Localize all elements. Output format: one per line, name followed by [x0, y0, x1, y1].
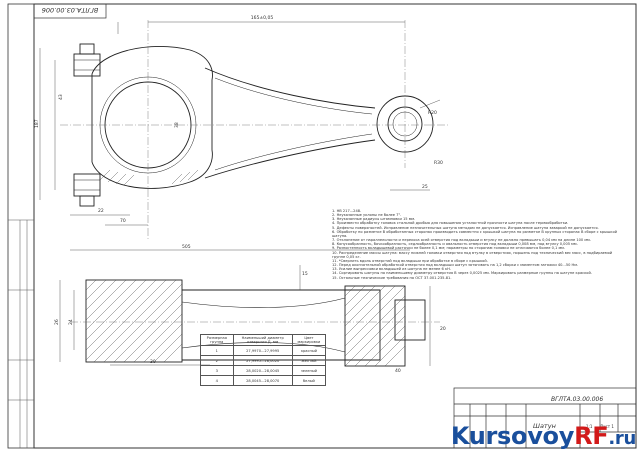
stamp-drawing-code: ВГЛТА.03.00.006 — [551, 396, 604, 403]
center-lines — [60, 20, 450, 240]
dim-505: 505 — [182, 244, 191, 250]
title-block — [453, 387, 637, 449]
note-3: 3. Неуказанные радиусы штамповки 15 мм. — [332, 217, 416, 222]
table-header: Размерная группа — [200, 334, 234, 346]
note-13: 13. Усилие выпрессовки вкладышей из шату… — [332, 267, 451, 272]
note-4: 4. Произвести обработку головок стальной… — [332, 221, 569, 226]
cap-hatching — [99, 169, 199, 186]
table-cell: 28,0045...28,0070 — [232, 375, 293, 386]
table-cell: 27,9995...28,0020 — [232, 355, 293, 366]
table-cell: желтый — [291, 355, 327, 366]
note-15: 15. Остальные технические требования по … — [332, 275, 452, 280]
dim-26: 26 — [54, 319, 60, 325]
note-6: 6. Обработку по разметке В обработанных … — [332, 229, 617, 238]
corner-code: ВГЛТА.03.00.006 — [42, 6, 99, 14]
table-cell: 28,0020...28,0045 — [232, 365, 293, 376]
dim-left-height: 187 — [34, 119, 40, 128]
table-cell: 2 — [200, 355, 234, 366]
table-cell: 4 — [200, 375, 234, 386]
dim-24: 24 — [68, 319, 74, 325]
dim-15: 15 — [302, 271, 308, 277]
table-cell: 3 — [200, 365, 234, 376]
table-cell: 1 — [200, 345, 234, 356]
table-row: 1 27,9970...27,9995 красный — [200, 345, 327, 356]
table-cell: белый — [291, 375, 327, 386]
note-8: 8. Конусообразность, бочкообразность, се… — [332, 242, 578, 247]
watermark-logo[interactable]: KursovoyRF.ru — [451, 422, 636, 450]
note-7: 7. Отклонение от параллельности и переко… — [332, 238, 591, 243]
table-header: Цвет маркировки — [291, 334, 327, 346]
dimension-lines-side — [59, 265, 431, 366]
note-12: 12. Перед окончательной обработкой отвер… — [332, 263, 579, 268]
dim-r20: R20 — [428, 110, 437, 116]
dim-70: 70 — [120, 218, 126, 224]
table-row: 2 27,9995...28,0020 желтый — [200, 355, 327, 366]
table-cell: 27,9970...27,9995 — [232, 345, 293, 356]
technical-requirements: 1. НВ 217...248. 2. Неуказанные уклоны н… — [332, 209, 624, 280]
dim-40: 40 — [395, 368, 401, 374]
note-1: 1. НВ 217...248. — [332, 209, 362, 213]
size-group-table: Размерная группа Наименьший диаметр отве… — [200, 334, 327, 386]
note-9: 9. Разностенность вкладышевой расточки н… — [332, 246, 566, 251]
table-cell: красный — [291, 345, 327, 356]
stamp-drawing-title: Шатун — [533, 422, 556, 430]
note-2: 2. Неуказанные уклоны не более 7°. — [332, 213, 402, 218]
dim-20: 20 — [440, 326, 446, 332]
stamp-sheet: Лист 1 — [600, 424, 614, 429]
dim-25: 25 — [422, 184, 428, 190]
dimension-lines-top — [39, 21, 441, 251]
watermark-ru: .ru — [608, 428, 636, 449]
dim-22: 22 — [98, 208, 104, 214]
table-cell: зеленый — [291, 365, 327, 376]
table-header: Наименьший диаметр отверстия Д, мм — [232, 334, 293, 346]
dim-38: 38 — [174, 122, 180, 128]
stamp-scale: 1:1 — [586, 424, 593, 429]
dim-43: 43 — [58, 94, 64, 100]
note-10: 10. Распределение массы шатуна: массу ни… — [332, 250, 613, 259]
watermark-main: Kursovoy — [450, 422, 575, 450]
dim-r30: R30 — [434, 160, 443, 166]
note-14: 14. Сортировать шатуны по наименьшему ди… — [332, 271, 592, 276]
note-11: 11. *Сверлить вдоль отверстий под вклады… — [332, 258, 488, 263]
dim-top-main: 165±0,05 — [251, 15, 274, 21]
dim-30: 30 — [150, 359, 156, 365]
table-row: 3 28,0020...28,0045 зеленый — [200, 365, 327, 376]
side-hatching — [85, 279, 406, 367]
note-5: 5. Дефекты поверхностей. Исправление нез… — [332, 225, 599, 230]
table-row: 4 28,0045...28,0070 белый — [200, 375, 327, 386]
inner-frame — [33, 3, 637, 449]
watermark-rf: RF — [574, 422, 609, 450]
